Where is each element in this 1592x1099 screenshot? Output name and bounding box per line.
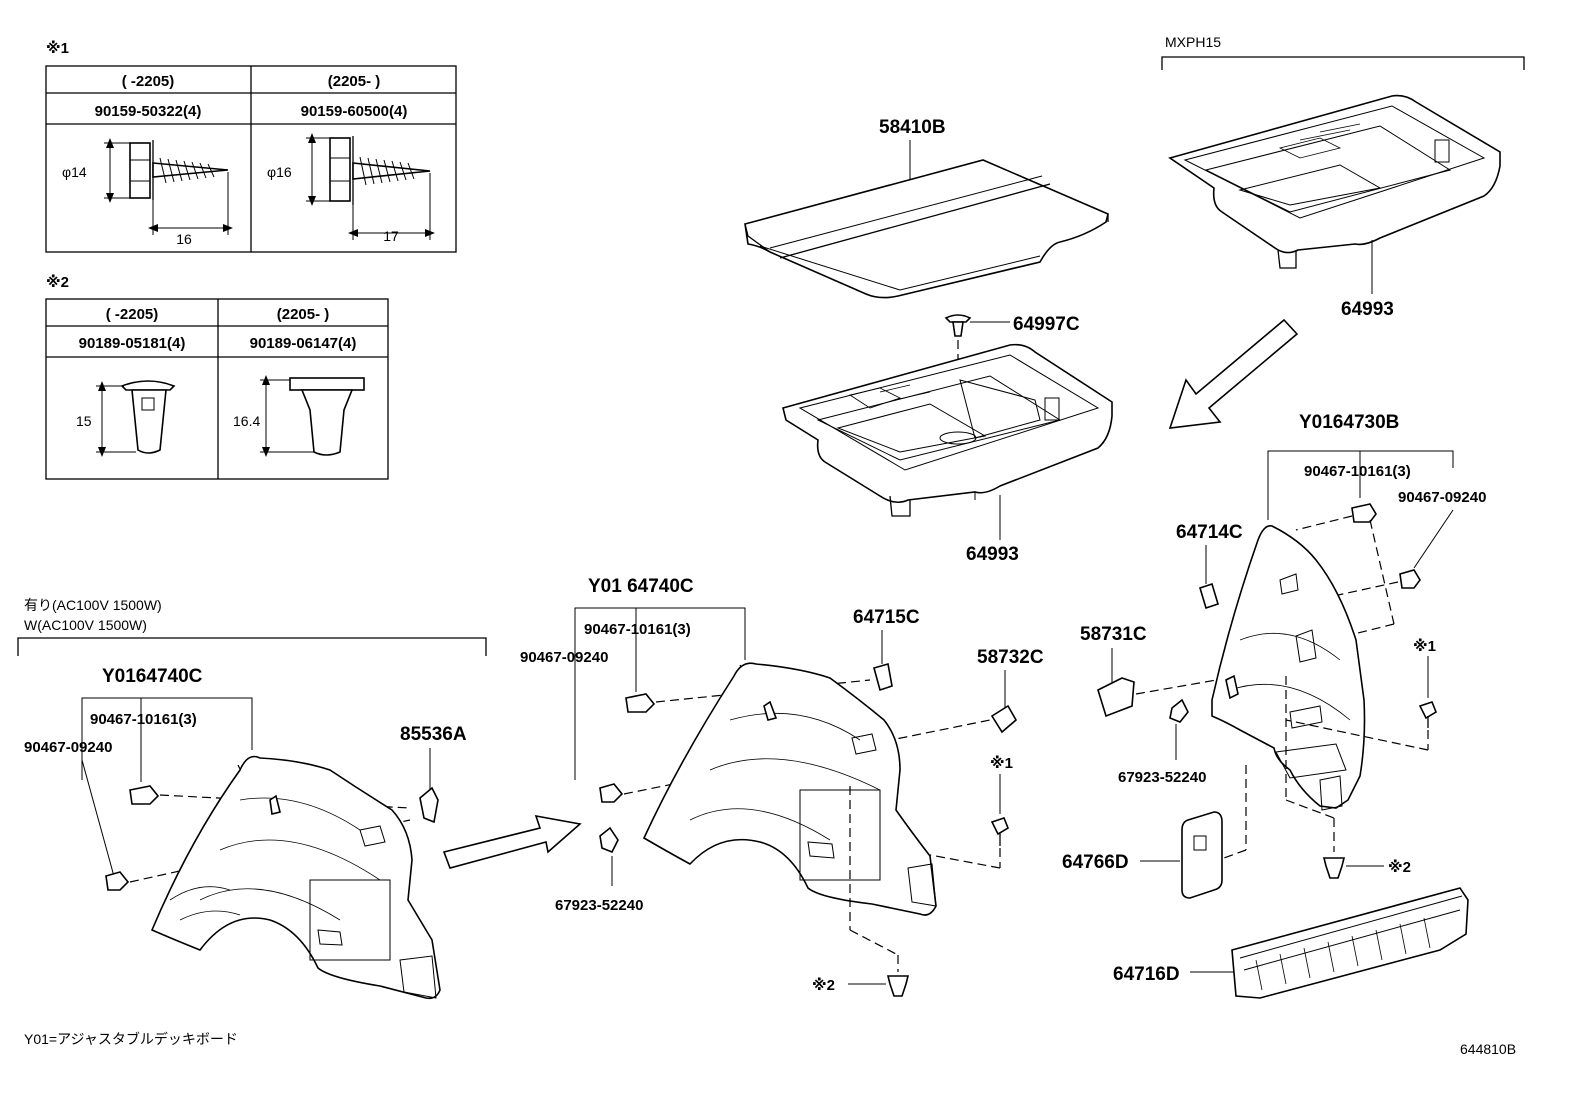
table1-col1-diameter: φ14 <box>62 164 87 180</box>
table2-col2-height: 16.4 <box>233 413 260 429</box>
scuff-plate-icon <box>1231 887 1469 999</box>
storage-tray-icon <box>1168 94 1501 269</box>
center-mark2: ※2 <box>812 976 835 994</box>
tray-label: 64993 <box>966 544 1019 565</box>
table-clip-spec: ※2 ( -2205) (2205- ) 90189-05181(4) 9018… <box>45 273 389 480</box>
table1-col1-length: 16 <box>176 231 192 247</box>
left-condition-line2: W(AC100V 1500W) <box>24 617 147 633</box>
push-clip-icon <box>1322 857 1346 879</box>
left-assembly-label: Y0164740C <box>102 666 203 687</box>
screw-icon <box>1418 701 1437 728</box>
right-nut-b-label: 90467-09240 <box>1398 489 1486 506</box>
center-mark1: ※1 <box>990 754 1013 772</box>
right-nut-a-label: 90467-10161(3) <box>1304 463 1411 480</box>
storage-tray-icon <box>782 343 1113 517</box>
bolt-icon <box>306 133 435 240</box>
clip-icon <box>1169 698 1189 723</box>
nut-icon <box>599 783 624 803</box>
right-mark2: ※2 <box>1388 858 1411 876</box>
nut-icon <box>129 785 160 805</box>
left-side-trim-assembly: 有り(AC100V 1500W) W(AC100V 1500W) Y016474… <box>17 597 582 1000</box>
arrow-down-left-icon <box>1168 318 1299 429</box>
right-hook-label: 64714C <box>1176 522 1243 543</box>
variant-label: MXPH15 <box>1165 34 1221 50</box>
mxph15-variant: MXPH15 64993 <box>1161 34 1525 320</box>
table1-col1-part: 90159-50322(4) <box>95 103 202 120</box>
table2-col1-part: 90189-05181(4) <box>79 335 186 352</box>
right-clip-label: 67923-52240 <box>1118 769 1206 786</box>
table2-col1-height: 15 <box>76 413 92 429</box>
center-bracket-label: 58732C <box>977 647 1044 668</box>
push-clip-icon <box>886 975 910 997</box>
nut-icon <box>1399 569 1421 589</box>
table1-col2-range: (2205- ) <box>328 73 381 90</box>
bolt-icon <box>104 138 233 235</box>
cover-icon <box>1097 677 1135 718</box>
left-nut-b-label: 90467-09240 <box>24 739 112 756</box>
left-bracket-label: 85536A <box>400 724 467 745</box>
push-clip-icon <box>96 380 176 457</box>
table-bolt-spec: ※1 ( -2205) (2205- ) 90159-50322(4) 9015… <box>45 39 457 253</box>
push-clip-icon <box>260 375 365 457</box>
bracket-icon <box>990 704 1018 734</box>
center-assembly-label: Y01 64740C <box>588 576 694 597</box>
table2-mark: ※2 <box>46 273 69 291</box>
center-side-trim-assembly: Y01 64740C 90467-10161(3) 90467-09240 64… <box>520 576 1044 997</box>
right-mark1: ※1 <box>1413 637 1436 655</box>
right-lid-label: 64766D <box>1062 852 1129 873</box>
right-side-trim-assembly: Y0164730B 90467-10161(3) 90467-09240 647… <box>1062 412 1486 999</box>
nut-icon <box>1351 503 1377 523</box>
right-cover-label: 58731C <box>1080 624 1147 645</box>
deck-board-assembly: 58410B 64997C 64993 <box>744 117 1113 565</box>
left-nut-a-label: 90467-10161(3) <box>90 711 197 728</box>
center-clip-label: 67923-52240 <box>555 897 643 914</box>
table1-mark: ※1 <box>46 39 69 57</box>
table2-col1-range: ( -2205) <box>106 306 159 323</box>
deck-board-icon <box>744 159 1109 299</box>
table2-col2-range: (2205- ) <box>277 306 330 323</box>
hook-icon <box>1199 582 1219 610</box>
table2-col2-part: 90189-06147(4) <box>250 335 357 352</box>
nut-icon <box>625 693 656 713</box>
side-trim-panel-icon <box>642 662 937 916</box>
clip-icon <box>944 314 972 337</box>
table1-col2-length: 17 <box>383 228 399 244</box>
table1-col2-diameter: φ16 <box>267 164 292 180</box>
lid-icon <box>1181 811 1223 899</box>
diagram-code: 644810B <box>1460 1041 1516 1057</box>
bracket-icon <box>419 786 439 824</box>
variant-tray-label: 64993 <box>1341 299 1394 320</box>
screw-icon <box>990 817 1009 846</box>
footnote: Y01=アジャスタブルデッキボード <box>24 1031 238 1047</box>
right-scuff-label: 64716D <box>1113 964 1180 985</box>
center-nut-a-label: 90467-10161(3) <box>584 621 691 638</box>
center-nut-b-label: 90467-09240 <box>520 649 608 666</box>
table1-col2-part: 90159-60500(4) <box>301 103 408 120</box>
center-hook-label: 64715C <box>853 607 920 628</box>
right-assembly-label: Y0164730B <box>1299 412 1399 433</box>
side-trim-panel-icon <box>1211 524 1366 811</box>
clip-icon <box>599 826 619 854</box>
arrow-right-icon <box>442 814 582 869</box>
table1-col1-range: ( -2205) <box>122 73 175 90</box>
hook-icon <box>873 662 893 692</box>
deck-board-label: 58410B <box>879 117 946 138</box>
left-condition-line1: 有り(AC100V 1500W) <box>24 597 162 613</box>
tray-clip-label: 64997C <box>1013 314 1080 335</box>
nut-icon <box>105 871 130 891</box>
side-trim-panel-icon <box>150 755 441 1000</box>
